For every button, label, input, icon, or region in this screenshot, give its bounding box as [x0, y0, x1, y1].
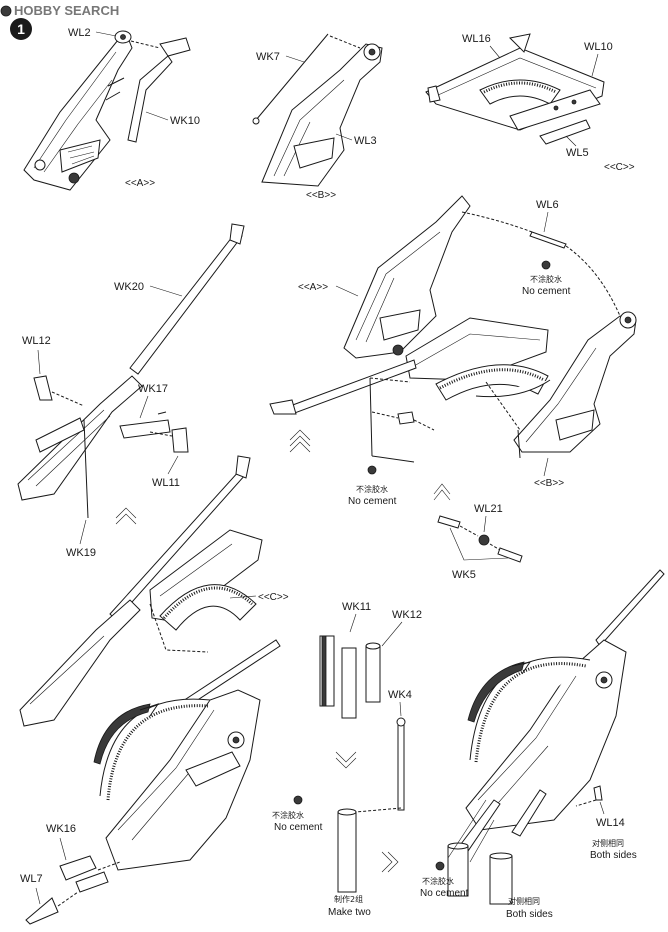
make-two-note: 制作2组 Make two [328, 894, 371, 918]
label-wk19: WK19 [66, 547, 96, 559]
lower-left-assembly-drawing [25, 639, 281, 925]
svg-text:制作2组: 制作2组 [334, 894, 363, 904]
hobby-search-watermark: HOBBY SEARCH [0, 3, 119, 18]
svg-text:不涂胶水: 不涂胶水 [530, 274, 562, 284]
gun-with-subassembly-c-drawing [19, 455, 263, 727]
gun-body-drawing [17, 223, 245, 519]
label-wl11: WL11 [152, 477, 180, 489]
subassembly-b-drawing [252, 33, 383, 187]
subassembly-b-label: <<B>> [306, 190, 336, 201]
direction-arrow-icon [335, 751, 357, 769]
label-wl16: WL16 [462, 33, 491, 45]
subassembly-a-drawing [23, 30, 191, 191]
label-wk7: WK7 [256, 51, 280, 63]
no-cement-icon [293, 795, 303, 805]
main-subassembly-a-label: <<A>> [298, 282, 328, 293]
direction-arrow-icon [381, 851, 399, 873]
svg-text:不涂胶水: 不涂胶水 [272, 810, 304, 820]
svg-text:不涂胶水: 不涂胶水 [422, 876, 454, 886]
label-wl10: WL10 [584, 41, 613, 53]
watermark-text: HOBBY SEARCH [14, 3, 119, 18]
direction-arrow-icon [115, 507, 137, 525]
both-sides-note-1: 对侧相同 Both sides [590, 838, 637, 861]
main-subassembly-b-label: <<B>> [534, 478, 564, 489]
gun-subassembly-c-label: <<C>> [258, 592, 289, 603]
label-wk20: WK20 [114, 281, 144, 293]
svg-text:Both sides: Both sides [506, 909, 553, 920]
no-cement-note-3: 不涂胶水 No cement [272, 795, 323, 833]
subassembly-c-drawing [425, 33, 605, 145]
label-wk5: WK5 [452, 569, 476, 581]
direction-arrow-icon [433, 483, 451, 501]
axle-parts-drawing [319, 635, 406, 893]
subassembly-c-label: <<C>> [604, 162, 635, 173]
label-wk17: WK17 [138, 383, 168, 395]
label-wl6: WL6 [536, 199, 559, 211]
svg-text:No cement: No cement [522, 286, 571, 297]
step-badge: 1 [10, 18, 32, 40]
label-wl7: WL7 [20, 873, 43, 885]
main-mount-drawing [269, 195, 637, 463]
label-wl21: WL21 [474, 503, 503, 515]
label-wk12: WK12 [392, 609, 422, 621]
svg-text:Both sides: Both sides [590, 850, 637, 861]
direction-arrow-icon [289, 429, 311, 453]
label-wl3: WL3 [354, 135, 377, 147]
no-cement-icon [367, 465, 377, 475]
pin-detail-drawing [437, 515, 523, 563]
label-wk4: WK4 [388, 689, 412, 701]
label-wk10: WK10 [170, 115, 200, 127]
svg-text:Make two: Make two [328, 907, 371, 918]
no-cement-note-4: 不涂胶水 No cement [420, 861, 469, 899]
svg-text:No cement: No cement [274, 822, 323, 833]
lower-right-assembly-drawing [447, 569, 665, 905]
subassembly-a-label: <<A>> [125, 178, 155, 189]
label-wl12: WL12 [22, 335, 51, 347]
svg-text:不涂胶水: 不涂胶水 [356, 484, 388, 494]
label-wl5: WL5 [566, 147, 589, 159]
label-wk11: WK11 [342, 601, 371, 613]
label-wl2: WL2 [68, 27, 91, 39]
watermark-logo-icon [0, 5, 12, 17]
no-cement-icon [435, 861, 445, 871]
no-cement-icon [541, 260, 551, 270]
svg-text:No cement: No cement [420, 888, 469, 899]
svg-text:对侧相同: 对侧相同 [508, 896, 540, 906]
both-sides-note-2: 对侧相同 Both sides [506, 896, 553, 920]
svg-text:No cement: No cement [348, 496, 397, 507]
step-number: 1 [17, 21, 25, 37]
label-wk16: WK16 [46, 823, 76, 835]
no-cement-note-2: 不涂胶水 No cement [348, 465, 397, 507]
no-cement-note-1: 不涂胶水 No cement [522, 260, 571, 297]
label-wl14: WL14 [596, 817, 625, 829]
svg-text:对侧相同: 对侧相同 [592, 838, 624, 848]
